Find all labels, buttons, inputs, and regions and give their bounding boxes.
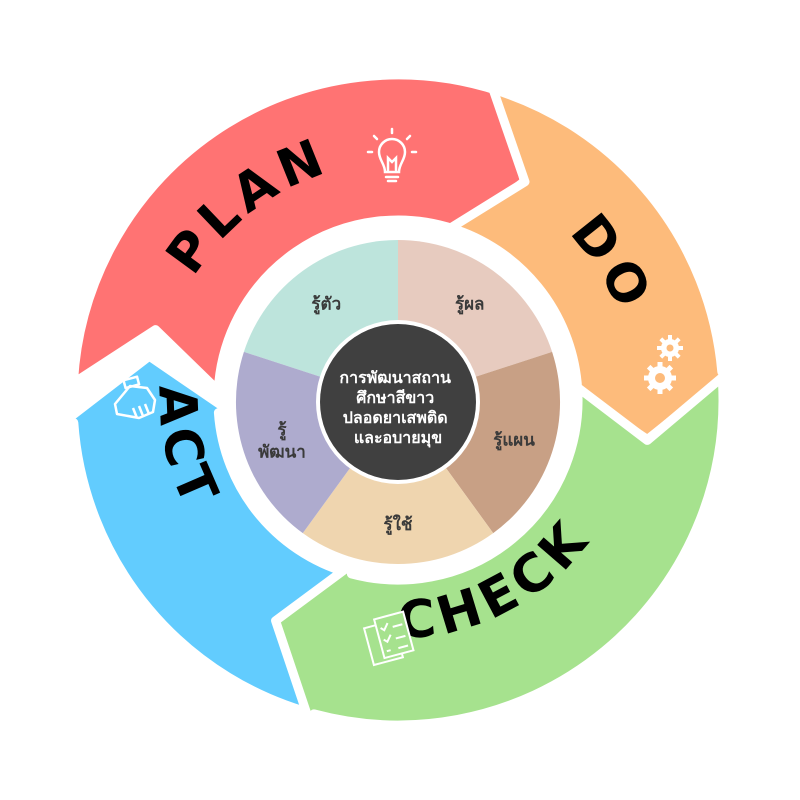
gear-tooth bbox=[659, 350, 668, 359]
center-title-line: ศึกษาสีขาว bbox=[356, 388, 434, 407]
gears-icon bbox=[644, 335, 683, 394]
arrow-plan bbox=[68, 70, 529, 396]
center-title-line: การพัฒนาสถาน bbox=[339, 368, 451, 387]
segment-label: รู้ใช้ bbox=[384, 514, 413, 536]
center-title: การพัฒนาสถาน ศึกษาสีขาว ปลอดยาเสพติด และ… bbox=[339, 368, 456, 448]
gear-tooth bbox=[668, 375, 676, 381]
gear-tooth bbox=[672, 350, 681, 359]
gear-tooth bbox=[646, 364, 657, 375]
lightbulb-icon bbox=[366, 127, 418, 183]
gear-tooth bbox=[672, 337, 681, 346]
gear-tooth bbox=[668, 353, 672, 361]
segment-label: รู้แผน bbox=[493, 431, 535, 452]
center-title-line: และอบายมุข bbox=[354, 428, 442, 448]
gear-tooth bbox=[657, 362, 663, 370]
segment-label-line: รู้ bbox=[277, 421, 287, 442]
center-title-line: ปลอดยาเสพติด bbox=[343, 408, 448, 427]
gear-tooth bbox=[668, 335, 672, 343]
gear-tooth bbox=[646, 381, 657, 392]
segment-label: รู้ผล bbox=[455, 294, 485, 315]
segment-label: รู้ตัว bbox=[311, 294, 341, 315]
gear-tooth bbox=[644, 375, 652, 381]
gear-tooth bbox=[663, 381, 674, 392]
segment-label: รู้พัฒนา bbox=[258, 421, 306, 463]
gear-tooth bbox=[663, 364, 674, 375]
gear-tooth bbox=[675, 346, 683, 350]
gear-tooth bbox=[657, 386, 663, 394]
center-circle bbox=[320, 324, 476, 480]
segment-label-line: พัฒนา bbox=[258, 443, 306, 463]
gear-tooth bbox=[659, 337, 668, 346]
checklist-document-icon bbox=[362, 610, 415, 667]
handshake-icon bbox=[113, 375, 157, 420]
gear-tooth bbox=[657, 346, 665, 350]
